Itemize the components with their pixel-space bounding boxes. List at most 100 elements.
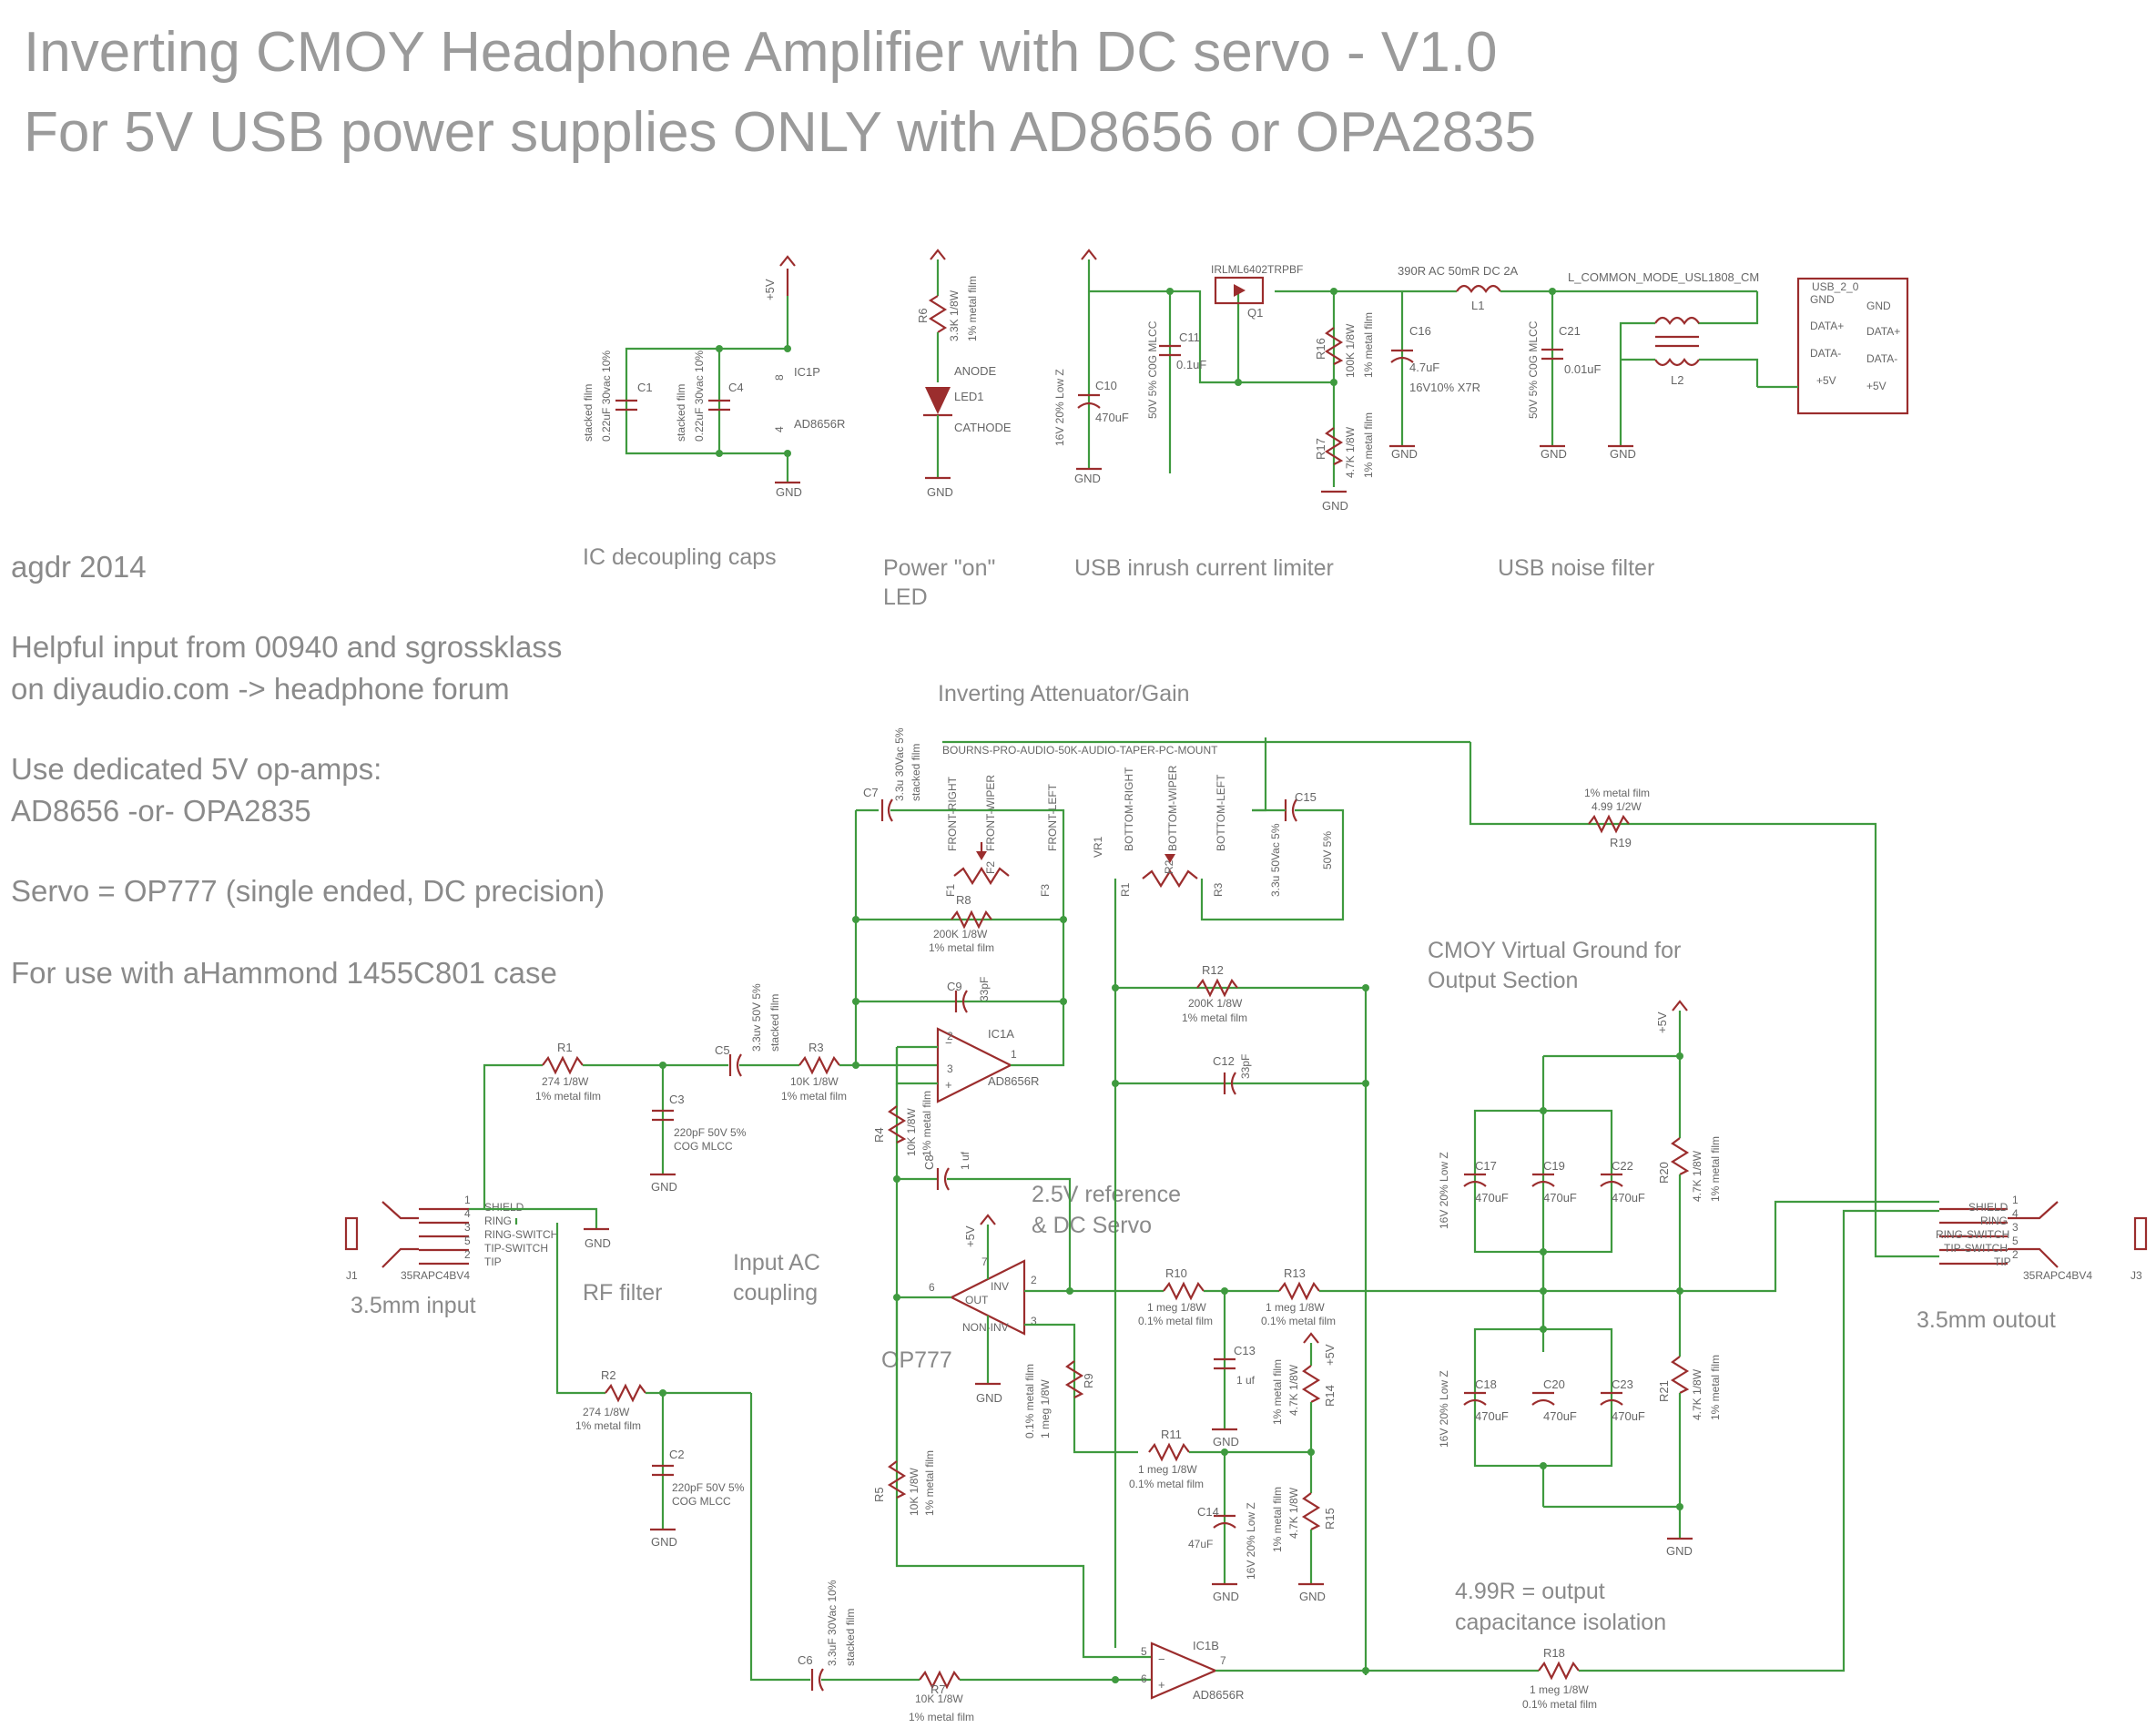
c14-gnd-label: GND [1213,1590,1239,1603]
op777-pin-7: 7 [981,1255,988,1268]
label-isolation-2: capacitance isolation [1455,1610,1666,1635]
q1-label: Q1 [1247,306,1263,320]
c6-label: C6 [798,1653,813,1667]
ic1p-pin-8: 8 [773,374,786,381]
j1-pin-5: 5 [464,1235,471,1247]
r10-label: R10 [1165,1266,1187,1280]
c7-value: 3.3u 30Vac 5% [893,727,906,801]
j3-part: 35RAPC4BV4 [2023,1269,2092,1282]
c3-value: 220pF 50V 5% [674,1126,747,1139]
j3-tip-switch: TIP-SWITCH [1944,1242,2008,1255]
c20-value: 470uF [1543,1409,1577,1423]
c21-label: C21 [1559,324,1581,338]
decoupling-section: +5V C1 0.22uF 30vac 10% stacked film C4 … [582,255,845,499]
pot-r2: R2 [1163,859,1175,874]
c2-value: 220pF 50V 5% [672,1481,745,1494]
c1-value: 0.22uF 30vac 10% [600,351,613,442]
j3-tip: TIP [1994,1255,2011,1268]
c22-label: C22 [1612,1159,1633,1173]
r1-type: 1% metal film [535,1090,601,1103]
op777-vcc-label: +5V [963,1225,977,1247]
c11-label: C11 [1179,330,1200,344]
attenuator-section: BOURNS-PRO-AUDIO-50K-AUDIO-TAPER-PC-MOUN… [852,727,1939,1675]
c13-label: C13 [1234,1344,1256,1357]
l1-value: 390R AC 50mR DC 2A [1398,264,1519,278]
label-led-2: LED [883,584,928,610]
ic1b-pin-6: 6 [1141,1672,1147,1685]
r18-value: 1 meg 1/8W [1530,1683,1589,1696]
output-jack: SHIELD RING RING-SWITCH TIP-SWITCH TIP 1… [1936,1194,2148,1282]
j3-pin-2: 2 [2012,1248,2019,1261]
c20-label: C20 [1543,1377,1565,1391]
ic1a-label: IC1A [988,1027,1014,1041]
r9-type: 0.1% metal film [1023,1364,1036,1438]
j1-part: 35RAPC4BV4 [401,1269,470,1282]
c6-value: 3.3uF 30Vac 10% [826,1580,839,1666]
r2-value: 274 1/8W [583,1406,630,1418]
r15-label: R15 [1323,1508,1337,1530]
c4-value: 0.22uF 30vac 10% [693,351,706,442]
c17-type: 16V 20% Low Z [1438,1152,1450,1229]
c14-type: 16V 20% Low Z [1245,1502,1257,1580]
r15-gnd-label: GND [1299,1590,1326,1603]
l2-gnd-label: GND [1610,447,1636,461]
c4-label: C4 [728,381,744,394]
pot-bottom-left: BOTTOM-LEFT [1215,774,1227,851]
c16-type: 16V10% X7R [1409,381,1480,394]
r9-label: R9 [1082,1373,1095,1388]
j3-pin-4: 4 [2012,1207,2019,1220]
pot-front-right: FRONT-RIGHT [946,776,959,851]
r2-type: 1% metal film [575,1419,641,1432]
r4-label: R4 [872,1127,886,1143]
c22-value: 470uF [1612,1191,1645,1205]
r5-label: R5 [872,1487,886,1502]
j1-tip-switch: TIP-SWITCH [484,1242,548,1255]
j1-gnd-label: GND [585,1236,611,1250]
j3-shield: SHIELD [1968,1201,2009,1214]
decoupling-gnd-label: GND [776,485,802,499]
c2-label: C2 [669,1448,685,1461]
ic1a-minus: − [945,1036,952,1050]
c19-value: 470uF [1543,1191,1577,1205]
ic1a-pin-3: 3 [947,1062,953,1075]
led-anode-label: ANODE [954,364,997,378]
c7-type: stacked film [910,744,922,801]
q1-name: IRLML6402TRPBF [1211,263,1303,276]
pot-front-wiper: FRONT-WIPER [984,775,997,851]
note-opamp-1: Use dedicated 5V op-amps: [11,752,381,786]
decoupling-5v-label: +5V [763,279,777,300]
label-inrush: USB inrush current limiter [1074,555,1334,581]
l2-name: L_COMMON_MODE_USL1808_CM [1568,270,1759,284]
opamp-section: − + IC1A AD8656R 2 3 1 R4 10K 1/8W 1% me… [872,1027,1939,1711]
j1-pin-4: 4 [464,1207,471,1220]
note-help-2: on diyaudio.com -> headphone forum [11,672,510,706]
j1-tip: TIP [484,1255,502,1268]
label-input-ac-2: coupling [733,1280,818,1306]
label-reference-1: 2.5V reference [1032,1182,1181,1207]
ic1b-name: AD8656R [1193,1688,1244,1702]
c8-label: C8 [922,1154,936,1170]
r21-type: 1% metal film [1709,1355,1722,1420]
r12-value: 200K 1/8W [1188,997,1243,1010]
r11-type: 0.1% metal film [1129,1478,1204,1490]
c16-value: 4.7uF [1409,361,1439,374]
ic1p-label: IC1P [794,365,820,379]
r18-type: 0.1% metal film [1522,1698,1597,1711]
label-noise-filter: USB noise filter [1498,555,1654,581]
r5-value: 10K 1/8W [908,1468,920,1516]
j1-shield: SHIELD [484,1201,524,1214]
label-vground-2: Output Section [1428,968,1578,993]
pot-bottom-wiper: BOTTOM-WIPER [1166,765,1179,851]
label-input-jack: 3.5mm input [351,1293,476,1318]
r12-label: R12 [1202,963,1224,977]
c16-gnd-label: GND [1391,447,1418,461]
usb-pin-dm: DATA- [1810,347,1841,360]
c1-type: stacked film [582,384,595,442]
r17-value: 4.7K 1/8W [1344,426,1357,478]
vr1-label: VR1 [1092,836,1104,858]
usb-name: USB_2_0 [1812,280,1859,293]
r20-type: 1% metal film [1709,1136,1722,1202]
r21-value: 4.7K 1/8W [1691,1368,1703,1420]
r3-type: 1% metal film [781,1090,847,1103]
